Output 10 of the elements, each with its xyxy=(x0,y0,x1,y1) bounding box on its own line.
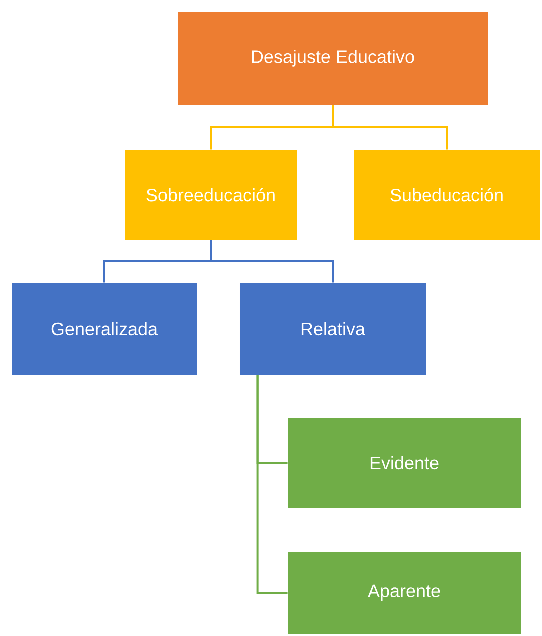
category-box: Evidente xyxy=(288,418,521,508)
category-box: Relativa xyxy=(240,283,426,375)
category-box: Subeducación xyxy=(354,150,540,240)
category-box: Desajuste Educativo xyxy=(178,12,488,105)
connector-line xyxy=(210,240,334,283)
category-box: Generalizada xyxy=(12,283,197,375)
connector-line xyxy=(256,375,288,594)
category-box: Aparente xyxy=(288,552,521,634)
category-box: Sobreeducación xyxy=(125,150,297,240)
connector-line xyxy=(332,105,448,150)
